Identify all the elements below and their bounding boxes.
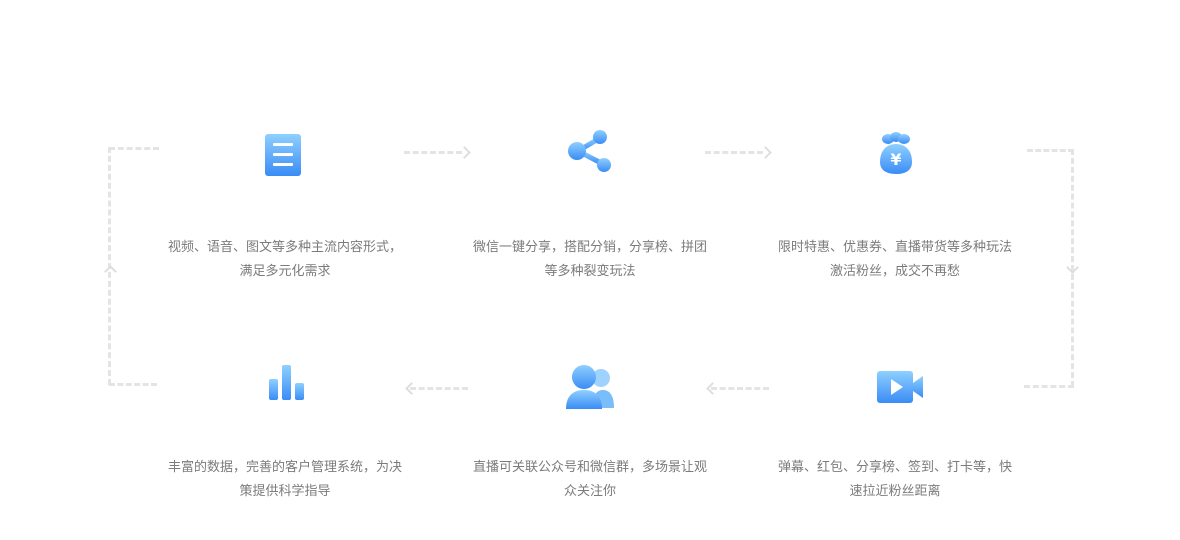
feature-card-data: 丰富的数据，完善的客户管理系统，为决策提供科学指导 bbox=[155, 355, 415, 525]
share-icon bbox=[566, 128, 614, 178]
flow-connector bbox=[711, 387, 769, 390]
feature-card-follow: 直播可关联公众号和微信群，多场景让观众关注你 bbox=[460, 355, 720, 525]
feature-description: 弹幕、红包、分享榜、签到、打卡等，快速拉近粉丝距离 bbox=[777, 460, 1012, 499]
flow-connector bbox=[1071, 149, 1074, 387]
document-icon bbox=[263, 132, 303, 182]
feature-description: 视频、语音、图文等多种主流内容形式，满足多元化需求 bbox=[167, 240, 402, 279]
svg-text:¥: ¥ bbox=[890, 150, 901, 169]
flow-connector bbox=[404, 151, 462, 154]
feature-description: 直播可关联公众号和微信群，多场景让观众关注你 bbox=[472, 460, 707, 499]
flow-connector bbox=[705, 151, 763, 154]
feature-card-promo: ¥ 限时特惠、优惠券、直播带货等多种玩法激活粉丝，成交不再愁 bbox=[765, 120, 1025, 290]
users-icon bbox=[564, 363, 616, 415]
feature-description: 限时特惠、优惠券、直播带货等多种玩法激活粉丝，成交不再愁 bbox=[777, 240, 1012, 279]
flow-connector bbox=[108, 147, 111, 385]
flow-connector bbox=[109, 147, 159, 150]
arrow-up-icon bbox=[104, 265, 117, 278]
flow-connector bbox=[1027, 149, 1074, 152]
feature-card-interact: 弹幕、红包、分享榜、签到、打卡等，快速拉近粉丝距离 bbox=[765, 355, 1025, 525]
feature-card-share: 微信一键分享，搭配分销，分享榜、拼团等多种裂变玩法 bbox=[460, 120, 720, 290]
video-camera-icon bbox=[875, 369, 925, 409]
arrow-down-icon bbox=[1066, 261, 1079, 274]
money-bag-icon: ¥ bbox=[875, 132, 917, 180]
flow-connector bbox=[109, 383, 157, 386]
feature-card-content: 视频、语音、图文等多种主流内容形式，满足多元化需求 bbox=[155, 120, 415, 290]
bar-chart-icon bbox=[267, 363, 307, 407]
flow-connector bbox=[410, 387, 468, 390]
flow-connector bbox=[1024, 385, 1074, 388]
feature-description: 丰富的数据，完善的客户管理系统，为决策提供科学指导 bbox=[167, 460, 402, 499]
feature-description: 微信一键分享，搭配分销，分享榜、拼团等多种裂变玩法 bbox=[472, 240, 707, 279]
